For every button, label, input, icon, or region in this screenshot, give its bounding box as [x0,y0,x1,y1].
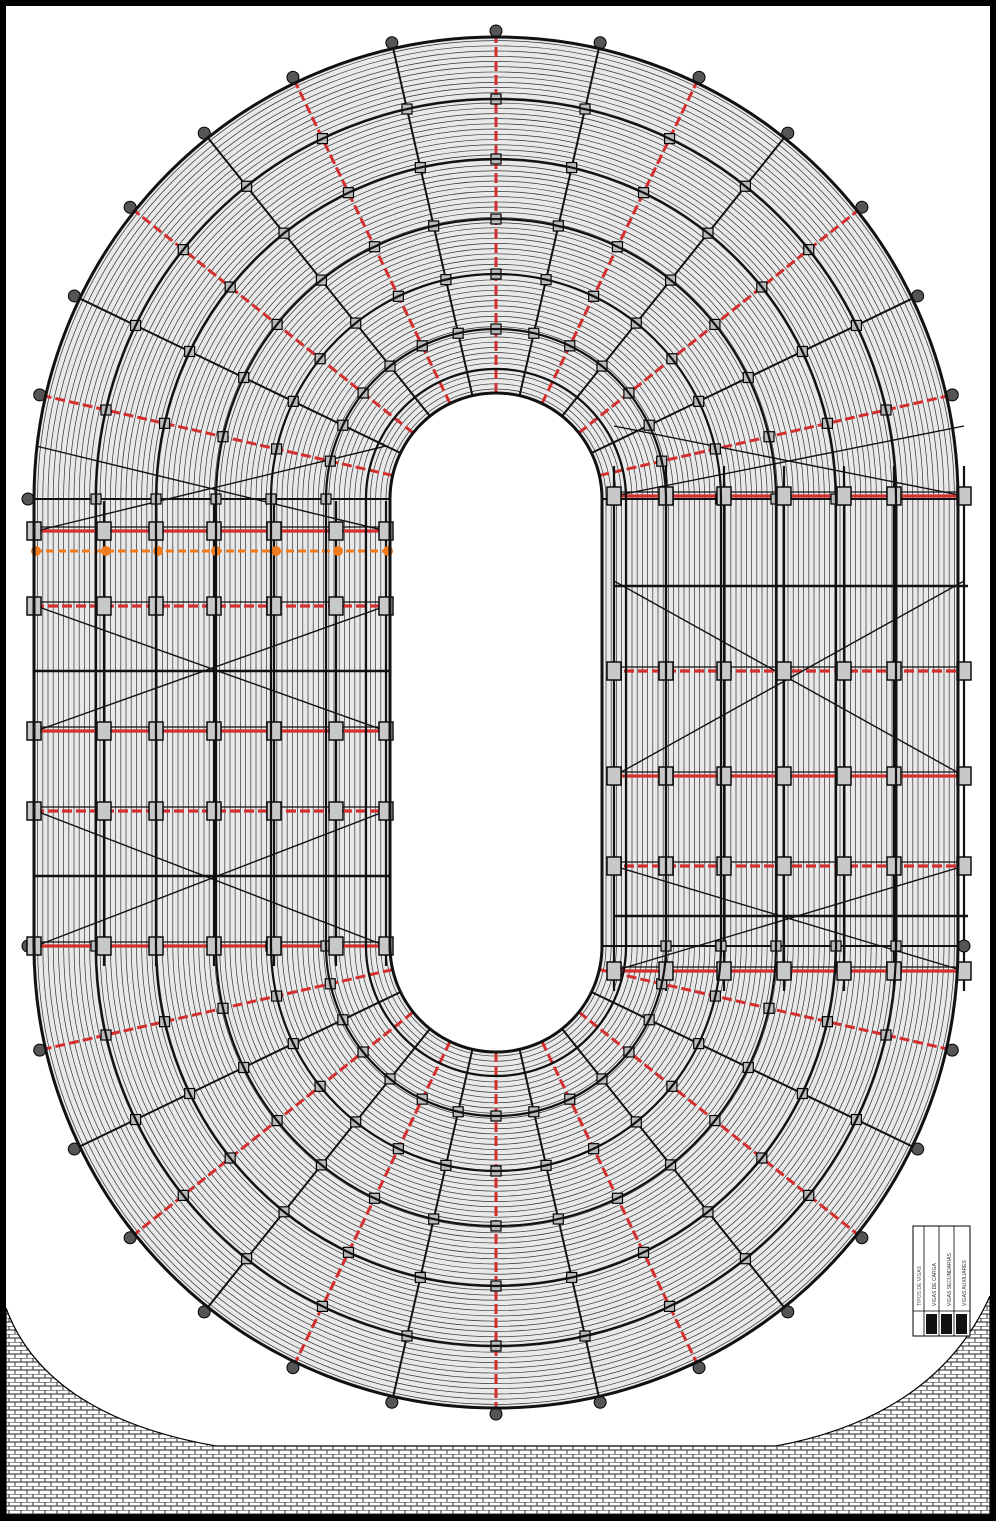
column-node [206,936,222,956]
column-node [266,596,282,616]
column-node [206,721,222,741]
support-icon [21,492,35,506]
column-node [96,936,112,956]
legend-title: TIPOS DE VIGAS [917,1265,923,1306]
seat-row [385,388,607,1057]
column-node [776,766,792,786]
column-node [836,961,852,981]
column-node [606,661,622,681]
column-node [328,596,344,616]
brace [35,810,387,947]
column-node [716,766,732,786]
legend-swatch [941,1314,952,1334]
column-node [328,936,344,956]
column-node [96,521,112,541]
column-node [266,721,282,741]
column-node [886,486,902,506]
legend-item-label: VIGAS AUXILIARES [962,1259,968,1306]
seat-row [375,378,617,1067]
column-node [776,661,792,681]
ring-outline [32,35,960,1410]
column-node [836,661,852,681]
tier-ring [388,391,604,1054]
seating-ring [34,37,958,1408]
column-node [836,486,852,506]
highlight-node [333,546,343,556]
brace [35,605,387,732]
tier-ring [269,272,723,1173]
ring-base [34,37,958,1408]
column-node [606,856,622,876]
column-node [716,661,732,681]
highlight-node [101,546,111,556]
column-node [776,961,792,981]
column-node [836,856,852,876]
seat-row [370,373,622,1072]
column-node [836,766,852,786]
column-node [96,801,112,821]
column-node [716,486,732,506]
seat-row [380,383,612,1062]
seat-row [364,367,628,1078]
tier-ring [364,367,628,1078]
brace [613,865,965,972]
support-icon [957,939,971,953]
support-icon [489,24,503,38]
column-node [96,721,112,741]
highlight-node [153,546,163,556]
column-node [886,856,902,876]
highlight-node [271,546,281,556]
legend-item-label: VIGAS DE CARGA [932,1263,938,1306]
support-icon [489,1407,503,1421]
seat-row [354,357,638,1088]
tier-ring [324,327,668,1118]
legend-swatch [926,1314,937,1334]
column-node [776,486,792,506]
column-node [716,856,732,876]
column-node [606,486,622,506]
column-node [606,766,622,786]
column-node [886,766,902,786]
tier-ring [94,97,898,1348]
drawing-sheet: TIPOS DE VIGAS VIGAS DE CARGA VIGAS SECU… [6,6,990,1515]
column-node [328,721,344,741]
column-node [328,801,344,821]
tier-ring [154,157,838,1288]
stadium-structural-plan: TIPOS DE VIGAS VIGAS DE CARGA VIGAS SECU… [6,24,990,1515]
cross-bracing [35,425,965,972]
seat-row [359,362,633,1083]
column-node [776,856,792,876]
column-node [206,521,222,541]
tier-ring [214,217,778,1228]
column-node [206,801,222,821]
tier-ring [32,35,960,1410]
column-node [606,961,622,981]
brace [613,425,965,497]
column-node [206,596,222,616]
legend-swatch [956,1314,967,1334]
column-node [266,521,282,541]
column-node [266,801,282,821]
legend-item-label: VIGAS SECUNDARIAS [947,1253,953,1306]
column-node [266,936,282,956]
beam-legend: TIPOS DE VIGAS VIGAS DE CARGA VIGAS SECU… [912,1225,971,1337]
column-node [328,521,344,541]
column-node [886,661,902,681]
column-node [96,596,112,616]
